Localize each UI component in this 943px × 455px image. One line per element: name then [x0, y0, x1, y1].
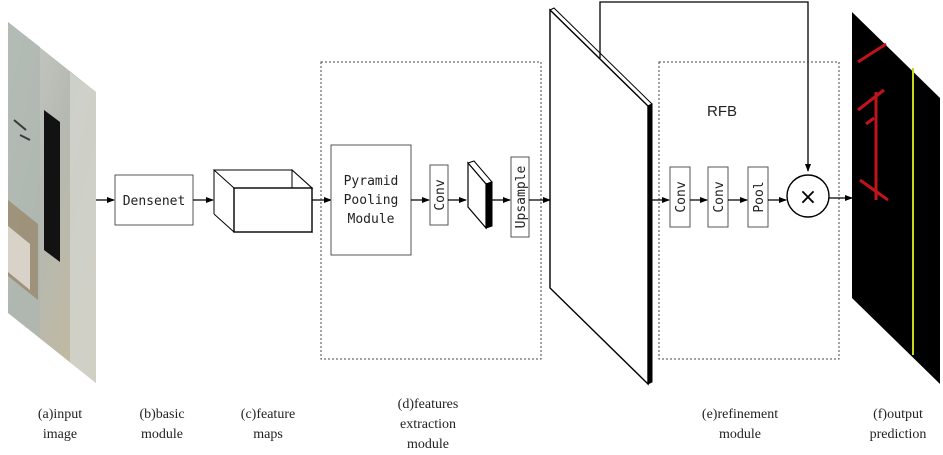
densenet-block: Densenet	[115, 175, 193, 225]
caption-f: (f)output prediction	[870, 407, 927, 442]
svg-text:module: module	[141, 427, 183, 442]
densenet-label: Densenet	[123, 194, 186, 209]
pyramid-pooling-module-block: Pyramid Pooling Module	[331, 145, 411, 255]
svg-text:module: module	[719, 427, 761, 442]
svg-text:(d)features: (d)features	[398, 397, 459, 412]
input-image	[8, 22, 96, 383]
rfb-conv-2-block: Conv	[708, 167, 728, 227]
rfb-conv-1-block: Conv	[670, 167, 690, 227]
upsample-block: Upsample	[511, 157, 529, 237]
svg-text:(a)input: (a)input	[38, 407, 82, 422]
svg-text:(e)refinement: (e)refinement	[702, 407, 778, 422]
large-feature-plane	[550, 8, 652, 384]
small-feature-slab	[468, 161, 492, 228]
svg-text:module: module	[407, 437, 449, 452]
conv-label: Conv	[433, 179, 448, 210]
rfb-conv-1-label: Conv	[674, 181, 689, 212]
caption-a: (a)input image	[38, 407, 82, 442]
caption-d: (d)features extraction module	[398, 397, 459, 452]
feature-maps-cuboid	[214, 170, 312, 232]
svg-text:(b)basic: (b)basic	[139, 407, 184, 422]
ppm-line-3: Module	[348, 212, 395, 227]
rfb-conv-2-label: Conv	[712, 181, 727, 212]
multiply-operator: ×	[787, 175, 829, 217]
caption-c: (c)feature maps	[241, 407, 295, 442]
svg-text:extraction: extraction	[400, 417, 456, 432]
rfb-title: RFB	[707, 103, 737, 120]
conv-block: Conv	[430, 165, 448, 225]
svg-text:image: image	[43, 427, 77, 442]
caption-b: (b)basic module	[139, 407, 184, 442]
svg-text:maps: maps	[253, 427, 283, 442]
rfb-pool-label: Pool	[752, 181, 767, 212]
ppm-line-1: Pyramid	[344, 174, 399, 189]
svg-text:(c)feature: (c)feature	[241, 407, 295, 422]
output-prediction-image	[852, 12, 940, 384]
svg-text:(f)output: (f)output	[873, 407, 923, 422]
ppm-line-2: Pooling	[344, 193, 399, 208]
multiply-icon: ×	[799, 185, 817, 210]
caption-e: (e)refinement module	[702, 407, 778, 442]
svg-text:prediction: prediction	[870, 427, 927, 442]
upsample-label: Upsample	[514, 166, 529, 229]
rfb-pool-block: Pool	[748, 167, 768, 227]
